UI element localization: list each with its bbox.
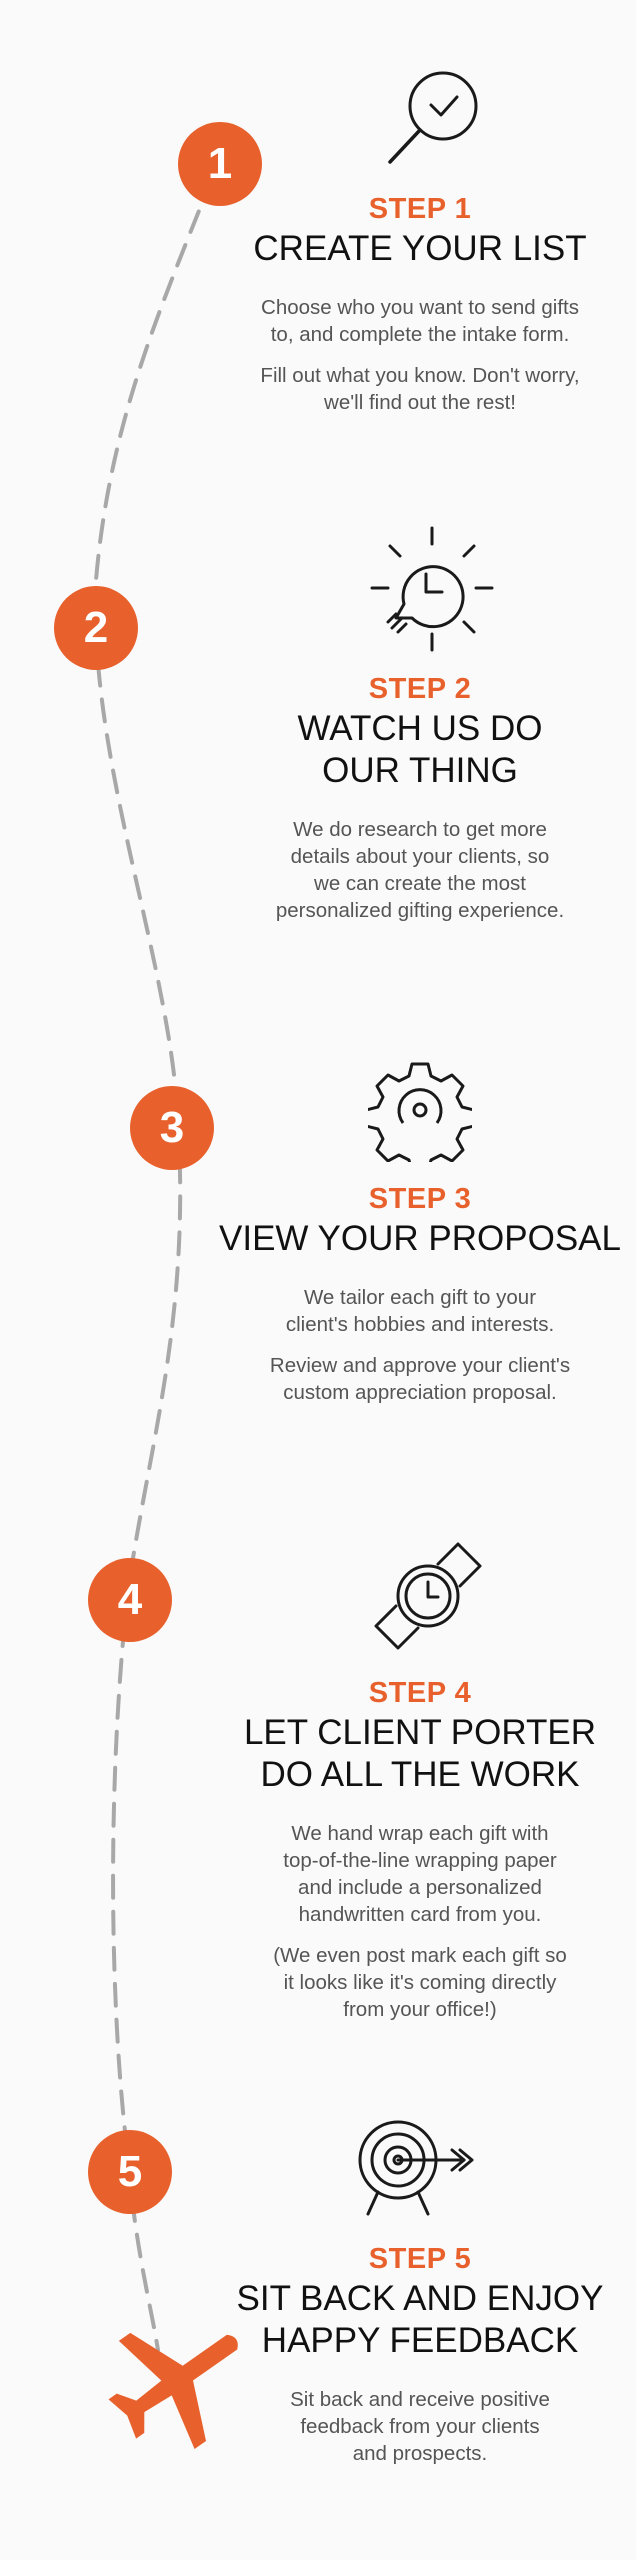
step-2-badge: 2	[54, 586, 138, 670]
airplane-icon	[108, 2332, 238, 2449]
step-1-label: STEP 1	[368, 193, 472, 225]
step-1-title: CREATE YOUR LIST	[253, 229, 587, 268]
lightbulb-idea-icon	[370, 526, 494, 652]
step-1-content: STEP 1 CREATE YOUR LIST Choose who you w…	[230, 192, 610, 416]
step-2-description-1: We do research to get more details about…	[275, 818, 565, 922]
step-4-title: LET CLIENT PORTER DO ALL THE WORK	[243, 1713, 597, 1794]
step-4-badge: 4	[88, 1558, 172, 1642]
step-4-description-2: (We even post mark each gift so it looks…	[273, 1944, 567, 2021]
step-3-content: STEP 3 VIEW YOUR PROPOSAL We tailor each…	[210, 1182, 630, 1406]
step-3-label: STEP 3	[368, 1183, 472, 1215]
step-2-label: STEP 2	[368, 673, 472, 705]
step-4-description-1: We hand wrap each gift with top-of-the-l…	[283, 1822, 557, 1926]
step-2-title: WATCH US DO OUR THING	[297, 709, 543, 790]
step-5-badge: 5	[88, 2130, 172, 2214]
gear-icon	[368, 1062, 472, 1162]
step-5-content: STEP 5 SIT BACK AND ENJOY HAPPY FEEDBACK…	[230, 2242, 610, 2467]
step-3-badge: 3	[130, 1086, 214, 1170]
target-icon	[358, 2120, 474, 2216]
step-2-content: STEP 2 WATCH US DO OUR THING We do resea…	[230, 672, 610, 924]
step-3-description-1: We tailor each gift to your client's hob…	[285, 1286, 555, 1336]
step-4-content: STEP 4 LET CLIENT PORTER DO ALL THE WORK…	[230, 1676, 610, 2023]
search-icon	[388, 71, 478, 164]
watch-icon	[374, 1542, 482, 1650]
step-1-badge: 1	[178, 122, 262, 206]
step-3-title: VIEW YOUR PROPOSAL	[219, 1219, 621, 1258]
step-5-description-1: Sit back and receive positive feedback f…	[290, 2388, 550, 2465]
step-5-title: SIT BACK AND ENJOY HAPPY FEEDBACK	[236, 2279, 604, 2360]
step-5-label: STEP 5	[368, 2243, 472, 2275]
step-1-description-2: Fill out what you know. Don't worry, we'…	[260, 364, 580, 414]
step-3-description-2: Review and approve your client's custom …	[269, 1354, 571, 1404]
step-1-description-1: Choose who you want to send gifts to, an…	[261, 296, 579, 346]
step-4-label: STEP 4	[368, 1677, 472, 1709]
